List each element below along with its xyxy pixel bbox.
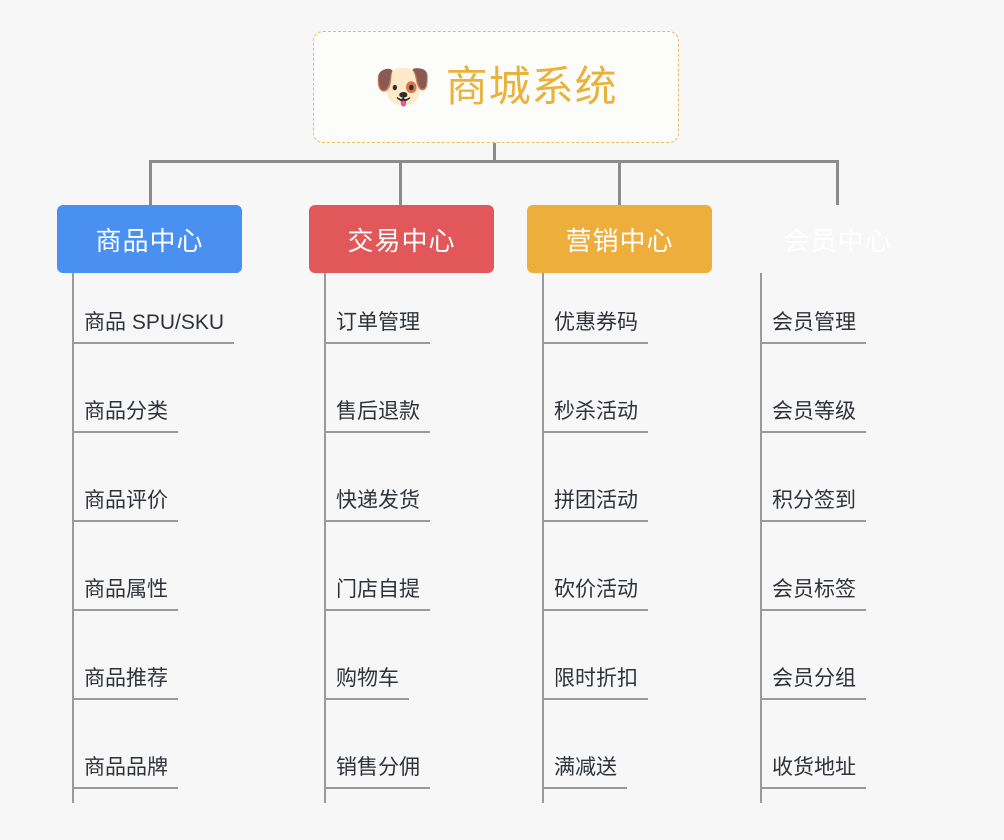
leaf-column-member-center: 会员管理 会员等级 积分签到 会员标签 会员分组 收货地址 (760, 273, 970, 803)
dog-face-icon: 🐶 (374, 60, 432, 112)
leaf-item[interactable]: 商品 SPU/SKU (72, 308, 235, 344)
branch-box-label: 交易中心 (347, 225, 456, 256)
leaf-item-label: 收货地址 (760, 753, 866, 789)
leaf-item[interactable]: 满减送 (542, 753, 627, 789)
leaf-column-marketing-center: 优惠券码 秒杀活动 拼团活动 砍价活动 限时折扣 满减送 (542, 273, 752, 803)
leaf-item-label: 积分签到 (760, 486, 866, 522)
leaf-item-label: 门店自提 (324, 575, 430, 611)
leaf-item-label: 商品评价 (72, 486, 178, 522)
leaf-item-label: 商品推荐 (72, 664, 178, 700)
leaf-item-label: 会员标签 (760, 575, 866, 611)
leaf-item[interactable]: 商品属性 (72, 575, 178, 611)
leaf-item-label: 秒杀活动 (542, 397, 648, 433)
leaf-item[interactable]: 购物车 (324, 664, 409, 700)
leaf-item[interactable]: 售后退款 (324, 397, 430, 433)
leaf-item[interactable]: 拼团活动 (542, 486, 648, 522)
leaf-item[interactable]: 秒杀活动 (542, 397, 648, 433)
leaf-item[interactable]: 商品品牌 (72, 753, 178, 789)
leaf-item[interactable]: 商品分类 (72, 397, 178, 433)
leaf-item[interactable]: 会员分组 (760, 664, 866, 700)
leaf-item-label: 会员分组 (760, 664, 866, 700)
leaf-item[interactable]: 会员标签 (760, 575, 866, 611)
leaf-item-label: 商品分类 (72, 397, 178, 433)
leaf-item[interactable]: 商品推荐 (72, 664, 178, 700)
leaf-item[interactable]: 优惠券码 (542, 308, 648, 344)
leaf-item-label: 商品属性 (72, 575, 178, 611)
leaf-spine (324, 273, 326, 803)
branch-box-trade-center[interactable]: 交易中心 (309, 205, 494, 273)
leaf-item-label: 售后退款 (324, 397, 430, 433)
connector-drop-3 (618, 160, 621, 205)
connector-drop-1 (149, 160, 152, 205)
leaf-item-label: 快递发货 (324, 486, 430, 522)
connector-drop-4 (836, 160, 839, 205)
leaf-item-label: 优惠券码 (542, 308, 648, 344)
leaf-item[interactable]: 会员等级 (760, 397, 866, 433)
leaf-item[interactable]: 限时折扣 (542, 664, 648, 700)
branch-box-label: 会员中心 (783, 225, 892, 256)
leaf-item-label: 会员管理 (760, 308, 866, 344)
leaf-item-label: 购物车 (324, 664, 409, 700)
leaf-item[interactable]: 订单管理 (324, 308, 430, 344)
leaf-item-label: 满减送 (542, 753, 627, 789)
connector-trunk (493, 143, 496, 163)
leaf-item[interactable]: 积分签到 (760, 486, 866, 522)
leaf-spine (760, 273, 762, 803)
leaf-item-label: 商品 SPU/SKU (72, 308, 235, 344)
leaf-column-product-center: 商品 SPU/SKU 商品分类 商品评价 商品属性 商品推荐 商品品牌 (72, 273, 302, 803)
leaf-item[interactable]: 收货地址 (760, 753, 866, 789)
leaf-item[interactable]: 销售分佣 (324, 753, 430, 789)
branch-box-label: 营销中心 (565, 225, 674, 256)
leaf-item[interactable]: 门店自提 (324, 575, 430, 611)
leaf-item[interactable]: 快递发货 (324, 486, 430, 522)
leaf-item-label: 拼团活动 (542, 486, 648, 522)
branch-box-marketing-center[interactable]: 营销中心 (527, 205, 712, 273)
branch-box-label: 商品中心 (95, 225, 204, 256)
leaf-spine (72, 273, 74, 803)
leaf-item[interactable]: 砍价活动 (542, 575, 648, 611)
leaf-item-label: 会员等级 (760, 397, 866, 433)
leaf-item-label: 砍价活动 (542, 575, 648, 611)
leaf-item[interactable]: 商品评价 (72, 486, 178, 522)
leaf-item[interactable]: 会员管理 (760, 308, 866, 344)
branch-box-member-center[interactable]: 会员中心 (745, 205, 930, 273)
leaf-spine (542, 273, 544, 803)
leaf-item-label: 限时折扣 (542, 664, 648, 700)
leaf-column-trade-center: 订单管理 售后退款 快递发货 门店自提 购物车 销售分佣 (324, 273, 534, 803)
root-node-title: 商城系统 (445, 63, 618, 110)
leaf-item-label: 商品品牌 (72, 753, 178, 789)
connector-bus (149, 160, 839, 163)
leaf-item-label: 销售分佣 (324, 753, 430, 789)
connector-drop-2 (399, 160, 402, 205)
branch-box-product-center[interactable]: 商品中心 (57, 205, 242, 273)
leaf-item-label: 订单管理 (324, 308, 430, 344)
root-node-card[interactable]: 🐶 商城系统 (313, 31, 679, 143)
